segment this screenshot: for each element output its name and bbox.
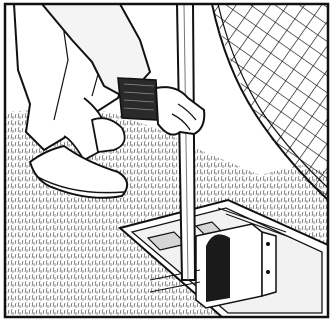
installation-figure bbox=[0, 0, 333, 321]
illustration-canvas bbox=[0, 0, 333, 321]
